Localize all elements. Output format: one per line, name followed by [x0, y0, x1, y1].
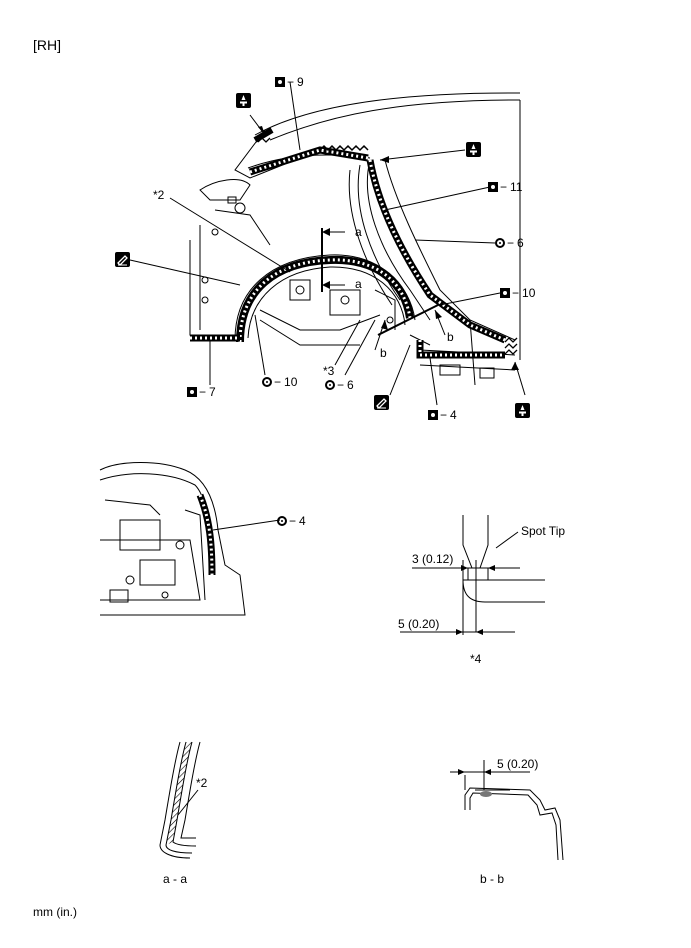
- dim-5mm-bb: 5 (0.20): [497, 757, 539, 771]
- label-section-a-top: a: [355, 225, 362, 239]
- callout-10-right: − 10: [500, 286, 535, 300]
- label-star3: *3: [323, 364, 335, 378]
- callout-4-main: − 4: [428, 408, 457, 422]
- label-section-a-bottom: a: [355, 277, 362, 291]
- label-spot-tip: Spot Tip: [521, 524, 566, 538]
- callout-4-detail: − 4: [277, 514, 306, 528]
- plug-weld-icon: [325, 380, 335, 390]
- label-star2-section: *2: [196, 776, 208, 790]
- dim-3mm: 3 (0.12): [412, 552, 454, 566]
- weld-bead-strips: [190, 127, 518, 359]
- mig-weld-icon: [466, 142, 481, 157]
- mig-weld-icon: [236, 93, 251, 108]
- weld-spot-icon: [500, 288, 510, 298]
- callout-11: − 11: [488, 180, 522, 194]
- units-label: mm (in.): [33, 905, 77, 919]
- weld-spot-icon: [275, 77, 285, 87]
- plug-weld-icon: [277, 516, 287, 526]
- brazing-icon: [115, 252, 130, 267]
- side-label: [RH]: [33, 37, 61, 53]
- label-section-b-right: b: [447, 330, 454, 344]
- weld-spot-icon: [428, 410, 438, 420]
- callout-10-lower: − 10: [262, 375, 297, 389]
- quarter-panel-illustration: [189, 92, 521, 386]
- section-bb-view: [450, 760, 564, 861]
- callout-9: − 9: [275, 75, 304, 89]
- label-star4: *4: [470, 652, 482, 666]
- plug-weld-icon: [495, 238, 505, 248]
- spot-tip-arrows: [456, 565, 495, 635]
- detail-weld-strip: [196, 493, 281, 576]
- weld-spot-icon: [488, 182, 498, 192]
- callout-6-upper: − 6: [495, 236, 524, 250]
- section-bb-arrows: [458, 769, 491, 775]
- label-section-bb: b - b: [480, 872, 505, 886]
- label-section-b-left: b: [380, 346, 387, 360]
- mig-weld-icon: [515, 403, 530, 418]
- section-aa-sealer: [166, 742, 192, 845]
- weld-spot-icon: [187, 387, 197, 397]
- label-section-aa: a - a: [163, 872, 188, 886]
- leader-arrowheads: [258, 126, 519, 370]
- callout-6-lower: − 6: [325, 378, 354, 392]
- callout-7: − 7: [187, 385, 216, 399]
- plug-weld-icon: [262, 377, 272, 387]
- label-star2-top: *2: [153, 188, 165, 202]
- dim-5mm: 5 (0.20): [398, 617, 440, 631]
- wheelhouse-detail-view: [99, 450, 250, 616]
- brazing-icon: [374, 395, 389, 410]
- section-bb-weld-nugget: [480, 791, 492, 797]
